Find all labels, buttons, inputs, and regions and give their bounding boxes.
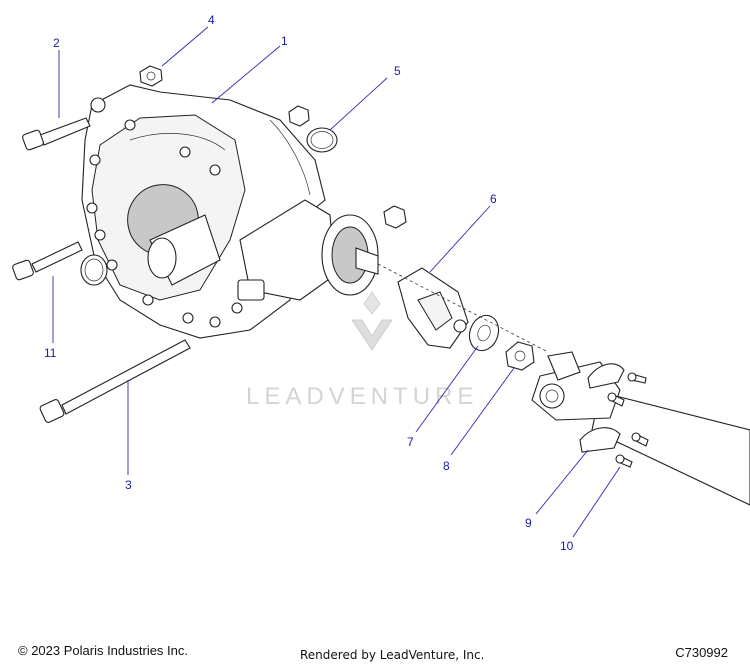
- copyright-text: © 2023 Polaris Industries Inc.: [18, 643, 188, 658]
- watermark-text: LEADVENTURE: [246, 383, 478, 410]
- callout-11: 11: [44, 346, 57, 360]
- yoke-6: [397, 267, 469, 349]
- strap-9: [579, 363, 625, 453]
- leader-1: [211, 45, 281, 104]
- driveshaft: [531, 351, 750, 506]
- assembly-axis-line: [377, 263, 549, 353]
- output-flange: [321, 214, 379, 296]
- nut-upper-right: [383, 205, 407, 229]
- callout-2: 2: [53, 36, 60, 50]
- callout-6: 6: [490, 192, 497, 206]
- nut-4: [139, 65, 163, 87]
- callout-4: 4: [208, 13, 215, 27]
- differential-housing: [81, 84, 336, 339]
- o-ring-left: [80, 254, 108, 286]
- callout-5: 5: [394, 64, 401, 78]
- leader-lines: [52, 26, 621, 538]
- callout-labels: 1 2 3 4 5 6 7 8 9 10 11: [44, 13, 574, 553]
- nut-8: [505, 341, 535, 371]
- callout-7: 7: [407, 435, 414, 449]
- callout-8: 8: [443, 459, 450, 473]
- leader-9: [535, 449, 589, 515]
- figure-code: C730992: [675, 645, 728, 660]
- washer-7: [468, 314, 500, 352]
- callout-10: 10: [560, 539, 574, 553]
- leader-10: [572, 466, 621, 538]
- leader-5: [329, 77, 388, 131]
- leader-6: [429, 205, 491, 273]
- screws-10: [607, 372, 649, 468]
- leader-7: [415, 345, 479, 433]
- callout-9: 9: [525, 516, 532, 530]
- nut-o-ring-5: [288, 105, 338, 153]
- bolt-3-long: [39, 339, 191, 423]
- rendered-by-text: Rendered by LeadVenture, Inc.: [300, 648, 485, 662]
- leader-4: [161, 26, 209, 67]
- callout-3: 3: [125, 478, 132, 492]
- bolt-11: [12, 241, 83, 281]
- bolt-2: [22, 117, 91, 151]
- callout-1: 1: [281, 34, 288, 48]
- leader-8: [450, 367, 515, 456]
